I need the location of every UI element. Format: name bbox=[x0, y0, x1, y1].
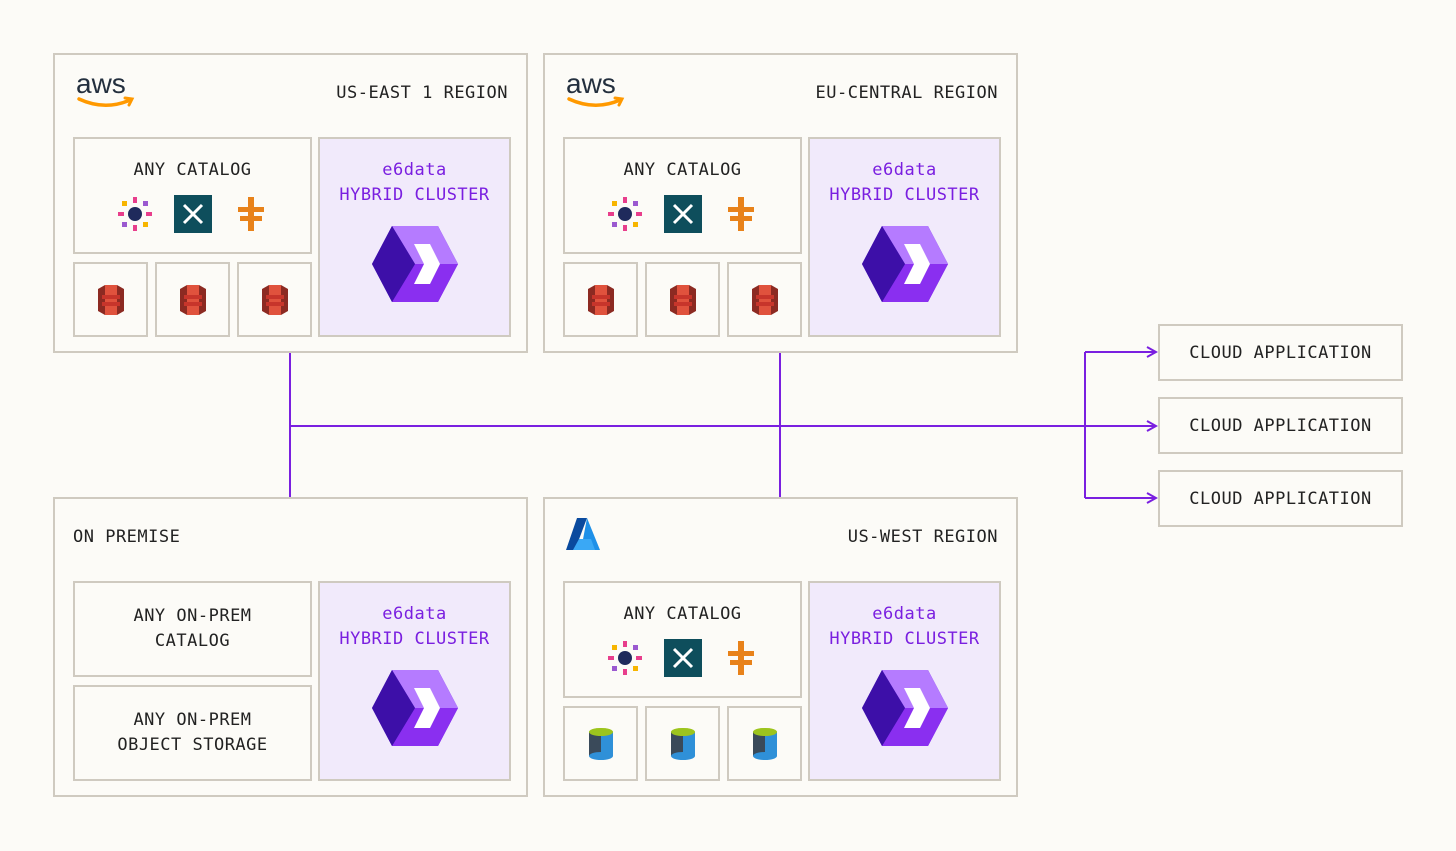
cluster-brand: e6data bbox=[872, 160, 937, 180]
region-us-east: aws US-EAST 1 REGION ANY CATALOG bbox=[53, 53, 528, 353]
aws-glue-icon bbox=[722, 639, 760, 677]
catalog-label: ANY ON-PREM CATALOG bbox=[133, 606, 252, 651]
unity-catalog-icon bbox=[663, 195, 702, 233]
cluster-name: HYBRID CLUSTER bbox=[339, 629, 490, 649]
on-prem-catalog-box: ANY ON-PREM CATALOG bbox=[73, 581, 312, 677]
region-title: US-EAST 1 REGION bbox=[336, 83, 508, 103]
svg-text:aws: aws bbox=[76, 69, 126, 99]
s3-bucket-icon bbox=[750, 283, 780, 317]
s3-bucket-icon bbox=[668, 283, 698, 317]
aws-glue-icon bbox=[722, 195, 760, 233]
region-on-premise: ON PREMISE ANY ON-PREM CATALOG ANY ON-PR… bbox=[53, 497, 528, 797]
catalog-box: ANY CATALOG bbox=[563, 581, 802, 698]
s3-bucket-icon bbox=[178, 283, 208, 317]
e6data-cube-icon bbox=[810, 670, 999, 746]
aws-logo-icon: aws bbox=[75, 69, 137, 111]
storage-cell bbox=[645, 706, 720, 781]
catalog-label: ANY CATALOG bbox=[623, 604, 742, 624]
azure-logo-icon bbox=[565, 517, 601, 551]
unity-catalog-icon bbox=[173, 195, 212, 233]
cluster-name: HYBRID CLUSTER bbox=[339, 185, 490, 205]
region-title: ON PREMISE bbox=[73, 527, 181, 547]
apache-polaris-icon bbox=[606, 639, 644, 677]
storage-cell bbox=[727, 262, 802, 337]
storage-cell bbox=[237, 262, 312, 337]
e6data-cube-icon bbox=[810, 226, 999, 302]
e6data-cube-icon bbox=[320, 670, 509, 746]
aws-logo-icon: aws bbox=[565, 69, 627, 111]
cluster-brand: e6data bbox=[872, 604, 937, 624]
cloud-application-box: CLOUD APPLICATION bbox=[1158, 470, 1403, 527]
unity-catalog-icon bbox=[663, 639, 702, 677]
hybrid-cluster-box: e6data HYBRID CLUSTER bbox=[808, 581, 1001, 781]
hybrid-cluster-box: e6data HYBRID CLUSTER bbox=[318, 581, 511, 781]
storage-cell bbox=[727, 706, 802, 781]
storage-label: ANY ON-PREM OBJECT STORAGE bbox=[117, 710, 268, 755]
region-title: US-WEST REGION bbox=[847, 527, 998, 547]
azure-storage-icon bbox=[669, 727, 697, 761]
hybrid-cluster-box: e6data HYBRID CLUSTER bbox=[318, 137, 511, 337]
azure-storage-icon bbox=[587, 727, 615, 761]
s3-bucket-icon bbox=[586, 283, 616, 317]
region-us-west: US-WEST REGION ANY CATALOG bbox=[543, 497, 1018, 797]
region-title: EU-CENTRAL REGION bbox=[815, 83, 998, 103]
storage-cell bbox=[73, 262, 148, 337]
cloud-application-box: CLOUD APPLICATION bbox=[1158, 397, 1403, 454]
azure-storage-icon bbox=[751, 727, 779, 761]
region-eu-central: aws EU-CENTRAL REGION ANY CATALOG bbox=[543, 53, 1018, 353]
storage-cell bbox=[563, 706, 638, 781]
catalog-label: ANY CATALOG bbox=[623, 160, 742, 180]
cloud-application-box: CLOUD APPLICATION bbox=[1158, 324, 1403, 381]
cluster-name: HYBRID CLUSTER bbox=[829, 629, 980, 649]
apache-polaris-icon bbox=[116, 195, 154, 233]
cluster-brand: e6data bbox=[382, 160, 447, 180]
storage-cell bbox=[645, 262, 720, 337]
hybrid-cluster-box: e6data HYBRID CLUSTER bbox=[808, 137, 1001, 337]
aws-glue-icon bbox=[232, 195, 270, 233]
svg-text:aws: aws bbox=[566, 69, 616, 99]
e6data-cube-icon bbox=[320, 226, 509, 302]
catalog-box: ANY CATALOG bbox=[563, 137, 802, 254]
cluster-name: HYBRID CLUSTER bbox=[829, 185, 980, 205]
storage-cell bbox=[563, 262, 638, 337]
s3-bucket-icon bbox=[96, 283, 126, 317]
s3-bucket-icon bbox=[260, 283, 290, 317]
on-prem-storage-box: ANY ON-PREM OBJECT STORAGE bbox=[73, 685, 312, 781]
catalog-label: ANY CATALOG bbox=[133, 160, 252, 180]
storage-cell bbox=[155, 262, 230, 337]
apache-polaris-icon bbox=[606, 195, 644, 233]
cluster-brand: e6data bbox=[382, 604, 447, 624]
catalog-box: ANY CATALOG bbox=[73, 137, 312, 254]
